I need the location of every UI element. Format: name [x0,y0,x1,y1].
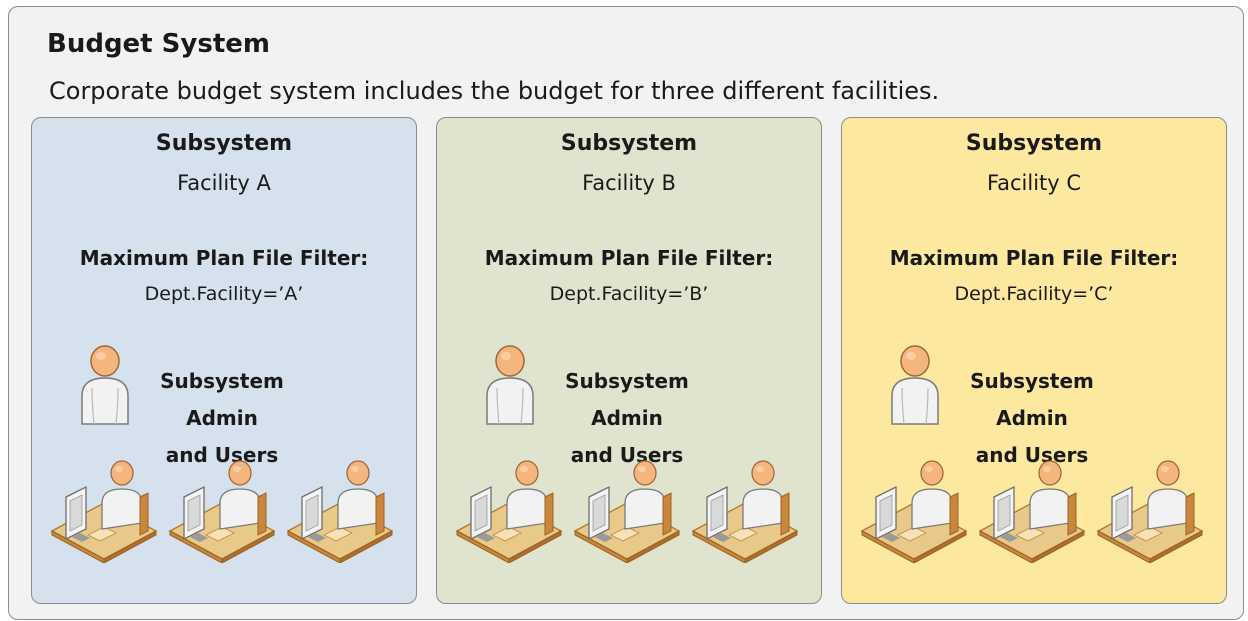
facility-b-panel: Subsystem Facility B Maximum Plan File F… [436,117,822,604]
workstation-user-icon [978,460,1086,563]
diagram-subtitle: Corporate budget system includes the bud… [49,77,940,105]
workstation-user-icon [573,460,681,563]
admin-label: Subsystem Admin and Users [160,369,284,467]
workstation-user-icon [691,460,799,563]
facility-name: Facility A [177,171,271,195]
workstation-user-icon [860,460,968,563]
filter-heading: Maximum Plan File Filter: [79,246,369,270]
workstation-user-icon [50,460,158,563]
panel-heading: Subsystem [155,131,293,156]
workstation-user-icon [455,460,563,563]
admin-user-icon [81,345,129,425]
workstations-group [48,453,398,563]
workstation-user-icon [286,460,394,563]
filter-value: Dept.Facility=’A’ [144,283,304,305]
filter-value: Dept.Facility=’B’ [549,283,709,305]
workstation-user-icon [1096,460,1204,563]
filter-heading: Maximum Plan File Filter: [484,246,774,270]
admin-label: Subsystem Admin and Users [970,369,1094,467]
facility-name: Facility C [986,171,1082,195]
facility-a-panel: Subsystem Facility A Maximum Plan File F… [31,117,417,604]
filter-heading: Maximum Plan File Filter: [889,246,1179,270]
admin-user-icon [486,345,534,425]
facility-c-panel: Subsystem Facility C Maximum Plan File F… [841,117,1227,604]
workstations-group [858,453,1208,563]
panel-heading: Subsystem [560,131,698,156]
admin-label: Subsystem Admin and Users [565,369,689,467]
workstations-group [453,453,803,563]
diagram-title: Budget System [47,29,270,59]
panel-heading: Subsystem [965,131,1103,156]
filter-value: Dept.Facility=’C’ [954,283,1114,305]
admin-user-icon [891,345,939,425]
facility-name: Facility B [582,171,676,195]
workstation-user-icon [168,460,276,563]
